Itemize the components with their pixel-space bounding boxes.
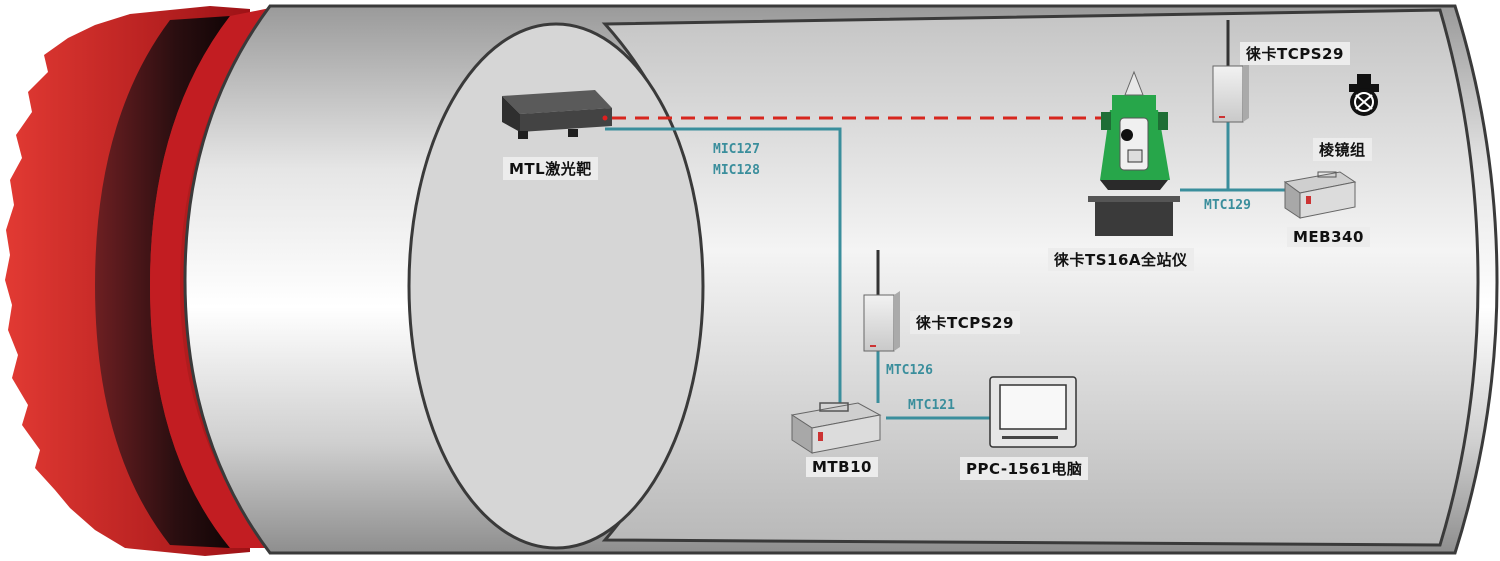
cable-label-mtc121: MTC121 — [908, 398, 955, 413]
shield-lip — [150, 8, 270, 548]
prism-group-icon — [1349, 74, 1379, 116]
mtb10-box — [790, 402, 882, 454]
cable-label-mtc129: MTC129 — [1204, 198, 1251, 213]
label-ppc: PPC-1561电脑 — [960, 457, 1089, 480]
ppc-monitor — [989, 376, 1077, 448]
tcps29-radio-top — [1212, 20, 1249, 123]
cable-label-mic127: MIC127 — [713, 142, 760, 157]
label-total-station: 徕卡TS16A全站仪 — [1048, 248, 1194, 271]
mtl-laser-target — [502, 90, 612, 139]
cable-mic-line — [605, 127, 842, 403]
label-tcps29-top: 徕卡TCPS29 — [1240, 42, 1350, 65]
label-meb340: MEB340 — [1287, 227, 1370, 247]
tcps29-radio-mid — [863, 250, 900, 352]
cable-label-mtc126: MTC126 — [886, 363, 933, 378]
label-mtb10: MTB10 — [806, 457, 878, 477]
meb340-box — [1283, 171, 1357, 219]
label-prism-group: 棱镜组 — [1313, 138, 1372, 161]
total-station — [1088, 70, 1180, 236]
tunnel-cross-section — [407, 22, 705, 550]
cable-label-mic128: MIC128 — [713, 163, 760, 178]
label-laser-target: MTL激光靶 — [503, 157, 598, 180]
cable-lines — [605, 122, 1285, 420]
shield-dark-ring — [95, 16, 230, 548]
label-tcps29-mid: 徕卡TCPS29 — [910, 311, 1020, 334]
